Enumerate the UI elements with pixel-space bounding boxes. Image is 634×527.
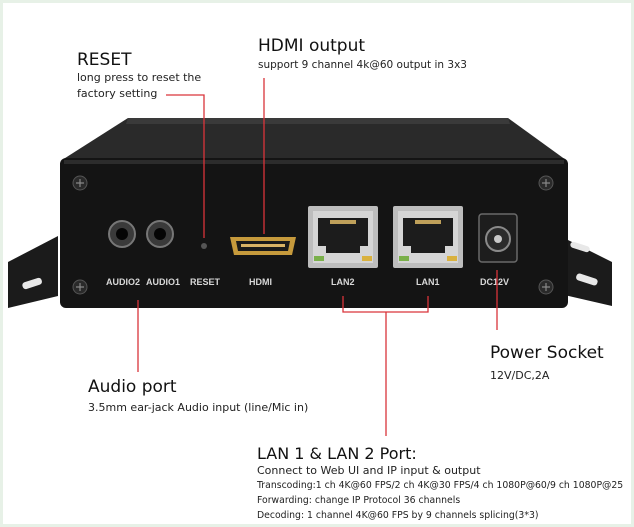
label-reset: RESET — [190, 277, 221, 287]
right-ear-slot-top — [570, 241, 590, 253]
reset-description-line1: long press to reset the — [77, 71, 202, 84]
lan-detail-forwarding: Forwarding: change IP Protocol 36 channe… — [257, 495, 461, 506]
callout-lines — [137, 78, 498, 436]
panel-highlight — [64, 160, 564, 164]
label-dc12v: DC12V — [480, 277, 509, 287]
audio-title: Audio port — [88, 377, 177, 397]
lan2-port — [308, 206, 378, 268]
lan-detail-decoding: Decoding: 1 channel 4K@60 FPS by 9 chann… — [257, 510, 539, 521]
label-audio2: AUDIO2 — [106, 277, 140, 287]
label-hdmi: HDMI — [249, 277, 272, 287]
audio2-jack — [108, 220, 136, 248]
hdmi-description: support 9 channel 4k@60 output in 3x3 — [258, 59, 467, 71]
left-ear-slot — [22, 277, 42, 290]
screw-top-right — [538, 175, 554, 191]
lan1-port — [393, 206, 463, 268]
left-mounting-ear — [8, 236, 58, 308]
screw-top-left — [72, 175, 88, 191]
right-mounting-ear — [560, 236, 612, 306]
label-lan1: LAN1 — [416, 277, 440, 287]
label-lan2: LAN2 — [331, 277, 355, 287]
audio-description: 3.5mm ear-jack Audio input (line/Mic in) — [88, 401, 309, 414]
lan-title: LAN 1 & LAN 2 Port: — [257, 444, 417, 463]
power-description: 12V/DC,2A — [490, 369, 550, 382]
screw-bottom-left — [72, 279, 88, 295]
hdmi-port — [230, 237, 296, 255]
reset-title: RESET — [77, 50, 132, 70]
right-ear-slot — [576, 273, 598, 286]
power-title: Power Socket — [490, 343, 604, 363]
label-audio1: AUDIO1 — [146, 277, 180, 287]
hdmi-title: HDMI output — [258, 36, 366, 56]
audio1-jack — [146, 220, 174, 248]
reset-description-line2: factory setting — [77, 87, 158, 100]
reset-callout-line — [166, 94, 205, 238]
device-top-edge — [126, 118, 510, 124]
dc-power-jack — [478, 213, 518, 263]
reset-pinhole — [201, 243, 207, 249]
lan-detail-transcoding: Transcoding:1 ch 4K@60 FPS/2 ch 4K@30 FP… — [257, 480, 624, 491]
device-top — [62, 118, 566, 160]
lan-description: Connect to Web UI and IP input & output — [257, 464, 481, 477]
screw-bottom-right — [538, 279, 554, 295]
